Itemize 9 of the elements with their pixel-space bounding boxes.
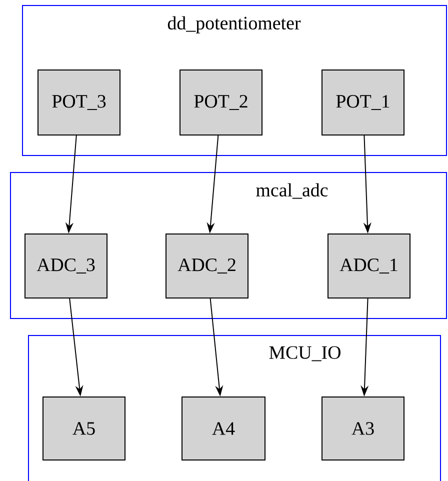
process-box: POT_1 xyxy=(322,70,404,136)
process-box: A5 xyxy=(42,396,126,460)
process-box: A4 xyxy=(182,396,266,460)
process-box: ADC_1 xyxy=(328,234,410,298)
process-box: ADC_3 xyxy=(24,234,108,298)
process-box: POT_3 xyxy=(38,70,120,136)
process-box: ADC_2 xyxy=(166,234,248,298)
process-box: POT_2 xyxy=(180,70,262,136)
process-box: A3 xyxy=(322,396,404,460)
